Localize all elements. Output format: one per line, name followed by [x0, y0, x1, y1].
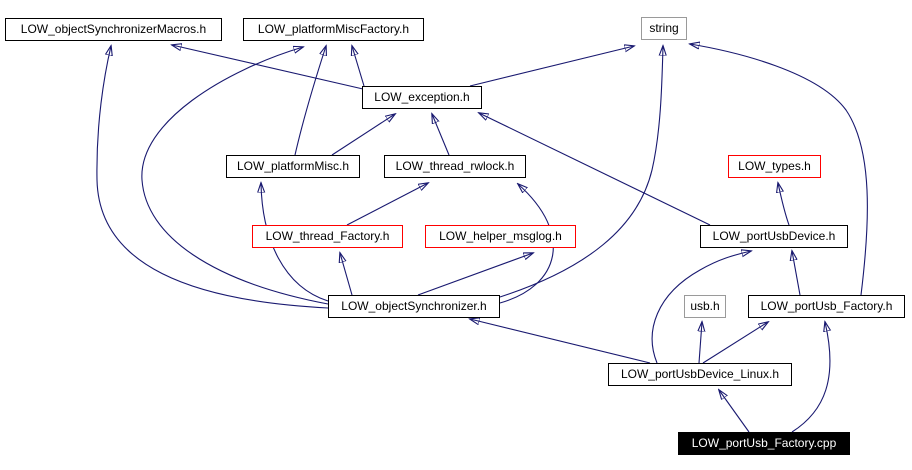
edge-LOW_objectSynchronizer-to-LOW_thread_rwlock: [499, 184, 554, 304]
edge-LOW_objectSynchronizer-to-string: [499, 46, 663, 298]
edge-LOW_portUsbDevice_Linux-to-usb: [699, 322, 702, 364]
edge-LOW_exception-to-string: [469, 46, 634, 87]
edge-LOW_exception-to-LOW_objectSynchronizerMacros: [172, 45, 364, 90]
edge-LOW_platformMisc-to-LOW_platformMiscFactory: [294, 46, 326, 156]
node-low-portusbdevice-linux-h[interactable]: LOW_portUsbDevice_Linux.h: [608, 363, 792, 386]
edge-LOW_platformMisc-to-LOW_exception: [331, 114, 395, 156]
edge-LOW_portUsb_Factory_h-to-string: [690, 44, 868, 296]
node-low-thread-rwlock-h[interactable]: LOW_thread_rwlock.h: [384, 155, 526, 178]
node-low-platformmisc-h[interactable]: LOW_platformMisc.h: [226, 155, 360, 178]
node-usb-h[interactable]: usb.h: [684, 295, 726, 318]
edge-LOW_portUsbDevice-to-LOW_exception: [479, 113, 711, 226]
node-low-helper-msglog-h[interactable]: LOW_helper_msglog.h: [425, 225, 576, 248]
node-low-exception-h[interactable]: LOW_exception.h: [362, 86, 482, 109]
edge-LOW_thread_Factory-to-LOW_thread_rwlock: [346, 183, 428, 226]
node-low-objectsynchronizermacros-h[interactable]: LOW_objectSynchronizerMacros.h: [5, 18, 222, 41]
edge-LOW_thread_rwlock-to-LOW_exception: [432, 114, 450, 156]
edge-LOW_portUsbDevice_Linux-to-LOW_portUsb_Factory_h: [702, 322, 768, 364]
edge-LOW_objectSynchronizer-to-LOW_helper_msglog: [417, 253, 533, 296]
node-low-portusbdevice-h[interactable]: LOW_portUsbDevice.h: [700, 225, 848, 248]
node-low-platformmiscfactory-h[interactable]: LOW_platformMiscFactory.h: [243, 18, 424, 41]
node-low-portusb-factory-h[interactable]: LOW_portUsb_Factory.h: [748, 295, 905, 318]
edge-LOW_objectSynchronizer-to-LOW_platformMisc: [261, 183, 329, 302]
edge-LOW_portUsb_Factory_cpp-to-LOW_portUsbDevice_Linux: [719, 390, 750, 433]
edge-LOW_portUsb_Factory_h-to-LOW_portUsbDevice: [792, 251, 801, 296]
edge-LOW_objectSynchronizer-to-LOW_objectSynchronizerMacros: [96, 46, 329, 309]
edge-LOW_portUsb_Factory_cpp-to-LOW_portUsb_Factory_h: [791, 322, 830, 433]
edge-LOW_objectSynchronizer-to-LOW_platformMiscFactory: [141, 47, 329, 305]
edge-LOW_exception-to-LOW_platformMiscFactory: [352, 46, 365, 87]
node-low-types-h[interactable]: LOW_types.h: [728, 155, 821, 178]
edge-LOW_portUsbDevice-to-LOW_types: [778, 183, 790, 226]
edge-LOW_portUsbDevice_Linux-to-LOW_objectSynchronizer: [470, 319, 651, 364]
node-string[interactable]: string: [641, 17, 687, 40]
edge-LOW_objectSynchronizer-to-LOW_thread_Factory: [340, 253, 353, 296]
node-low-portusb-factory-cpp: LOW_portUsb_Factory.cpp: [678, 432, 850, 455]
node-low-objectsynchronizer-h[interactable]: LOW_objectSynchronizer.h: [328, 295, 500, 318]
node-low-thread-factory-h[interactable]: LOW_thread_Factory.h: [252, 225, 403, 248]
edge-LOW_portUsbDevice_Linux-to-LOW_portUsbDevice: [651, 251, 751, 364]
